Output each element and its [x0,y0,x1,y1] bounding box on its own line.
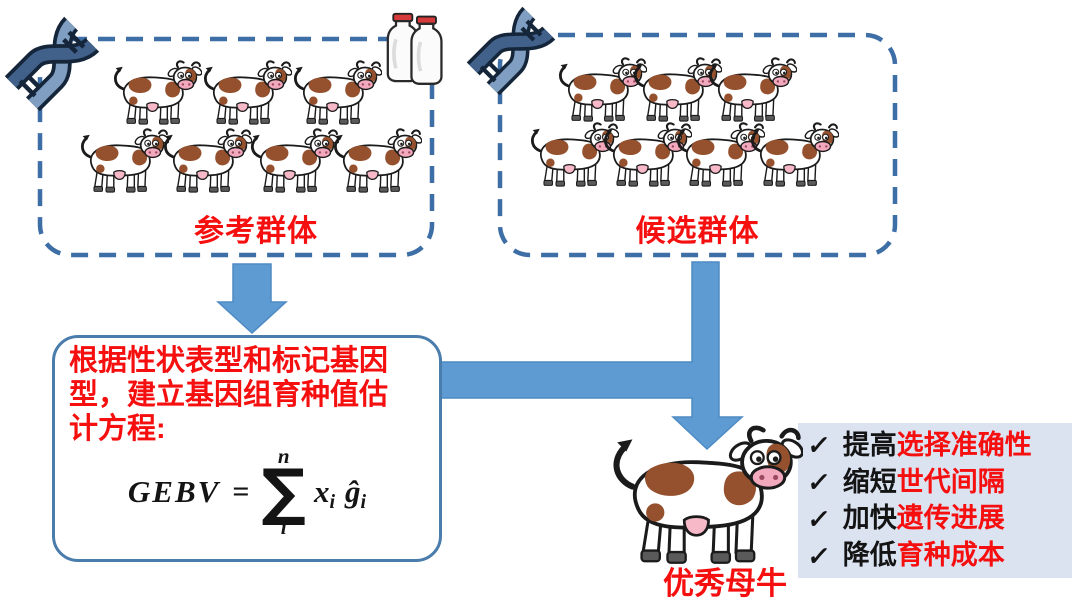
sigma-symbol: ∑ [261,455,306,528]
arrow-down-reference [216,263,288,335]
method-box: 根据性状表型和标记基因 型，建立基因组育种值估 计方程: GEBV = n ∑ … [52,335,442,562]
term-g-sub: i [360,490,367,513]
benefit-highlight: 世代间隔 [896,466,1005,497]
formula-equals: = [232,474,250,508]
benefit-item: ✓ 降低 育种成本 [806,540,1072,571]
benefits-box: ✓ 提高 选择准确性 ✓ 缩短 世代间隔 ✓ 加快 遗传进展 ✓ 降低 育种成本 [798,423,1072,578]
method-line-2: 型，建立基因组育种值估 [69,379,389,412]
method-line-3: 计方程: [69,413,166,446]
term-g-hat: ĝ [345,473,361,509]
term-x-sub: i [329,490,336,513]
selected-cow-illustration [605,424,803,572]
summation: n ∑ i [261,446,306,538]
check-icon: ✓ [805,430,832,461]
benefit-item: ✓ 加快 遗传进展 [805,503,1072,534]
dashed-border [497,32,898,258]
arrow-merge-to-cow [429,261,744,451]
dna-icon [4,16,100,112]
sum-lower-bound: i [280,514,287,539]
sum-upper-bound: n [277,444,290,468]
dna-icon [466,6,556,96]
term-x: x [313,473,330,509]
benefit-prefix: 缩短 [842,466,897,497]
milk-bottles-icon [383,12,449,92]
method-line-1: 根据性状表型和标记基因 [69,345,389,377]
check-icon: ✓ [805,467,832,498]
candidate-population-label: 候选群体 [635,215,760,248]
dashed-border [37,36,435,258]
candidate-population-box: 候选群体 [497,32,898,258]
benefit-prefix: 提高 [842,429,897,460]
benefit-highlight: 选择准确性 [896,429,1032,460]
check-icon: ✓ [805,503,832,534]
method-description: 根据性状表型和标记基因 型，建立基因组育种值估 计方程: [69,344,388,447]
reference-population-label: 参考群体 [194,215,318,248]
result-label: 优秀母牛 [663,566,787,601]
benefit-item: ✓ 缩短 世代间隔 [805,466,1072,498]
benefit-highlight: 育种成本 [896,540,1005,571]
benefit-highlight: 遗传进展 [896,503,1005,534]
benefit-prefix: 加快 [842,503,897,534]
formula-lhs: GEBV [127,473,221,509]
benefit-item: ✓ 提高 选择准确性 [805,429,1072,461]
benefit-prefix: 降低 [842,540,897,571]
reference-population-box: 参考群体 [37,36,435,258]
